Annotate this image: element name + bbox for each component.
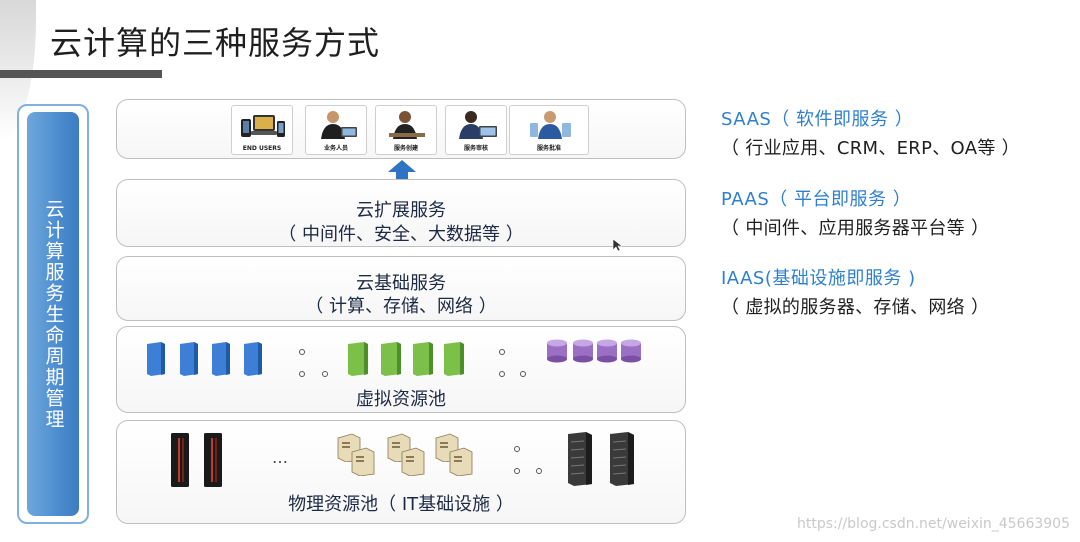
- users-layer: END USERS 业务人员 服务创建 服务审核: [116, 99, 686, 159]
- user-card-creator: 服务创建: [375, 105, 437, 155]
- pc-server-icon: [351, 447, 375, 476]
- virtual-storage-icon: [573, 339, 593, 363]
- rack-server-icon: [171, 433, 189, 487]
- service-approver-icon: [530, 111, 571, 139]
- user-card-business: 业务人员: [305, 105, 367, 155]
- slide-title: 云计算的三种服务方式: [50, 24, 381, 62]
- service-paas: PAAS（ 平台即服务 ） （ 中间件、应用服务器平台等 ）: [721, 185, 989, 240]
- blade-server-icon: [610, 432, 634, 486]
- physical-ellipsis: …: [272, 448, 289, 467]
- layer-title: 云基础服务: [356, 273, 446, 294]
- service-name: SAAS（ 软件即服务 ）: [721, 109, 914, 130]
- virtual-compute-icon: [413, 342, 433, 376]
- layer-title: 虚拟资源池: [356, 389, 446, 410]
- lifecycle-management-bar: 云计算服务生命周期管理: [27, 112, 79, 516]
- service-description: （ 虚拟的服务器、存储、网络 ）: [721, 297, 990, 318]
- layer-title: 云扩展服务: [356, 200, 446, 221]
- business-user-icon: [321, 111, 357, 139]
- blade-server-icon: [568, 432, 592, 486]
- virtual-compute-icon: [444, 342, 464, 376]
- user-card-label: 业务人员: [323, 145, 348, 152]
- layer-subtitle: （ 计算、存储、网络 ）: [305, 296, 497, 317]
- virtual-storage-icon: [597, 339, 617, 363]
- cloud-extension-layer: 云扩展服务 （ 中间件、安全、大数据等 ）: [116, 179, 686, 247]
- user-card-end-users: END USERS: [231, 105, 293, 155]
- ellipsis-dot: [499, 349, 505, 355]
- virtual-compute-icon: [381, 342, 401, 376]
- ellipsis-dot: [322, 371, 328, 377]
- service-iaas: IAAS(基础设施即服务 ) （ 虚拟的服务器、存储、网络 ）: [721, 264, 989, 319]
- user-card-label: 服务批准: [536, 145, 561, 152]
- lifecycle-label: 云计算服务生命周期管理: [42, 198, 65, 430]
- service-creator-icon: [389, 111, 425, 139]
- user-card-label: 服务创建: [393, 145, 418, 152]
- virtual-server-icon: [180, 342, 198, 376]
- ellipsis-dot: [499, 371, 505, 377]
- ellipsis-dot: [536, 468, 542, 474]
- virtual-server-icon: [147, 342, 165, 376]
- user-card-label: END USERS: [242, 145, 282, 152]
- virtual-server-icon: [244, 342, 262, 376]
- user-card-approver: 服务批准: [509, 105, 589, 155]
- virtual-compute-icon: [348, 342, 368, 376]
- service-name: IAAS(基础设施即服务 ): [721, 268, 916, 289]
- watermark-url: https://blog.csdn.net/weixin_45663905: [796, 516, 1070, 532]
- virtual-storage-icon: [547, 339, 567, 363]
- pc-server-icon: [401, 447, 425, 476]
- pc-server-icon: [449, 447, 473, 476]
- mouse-cursor-icon: [612, 238, 623, 252]
- user-card-reviewer: 服务审核: [445, 105, 507, 155]
- virtual-server-icon: [212, 342, 230, 376]
- ellipsis-dot: [299, 371, 305, 377]
- ellipsis-dot: [299, 349, 305, 355]
- virtual-storage-icon: [621, 339, 641, 363]
- title-underline-bar: [0, 70, 162, 78]
- service-name: PAAS（ 平台即服务 ）: [721, 189, 912, 210]
- rack-server-icon: [204, 433, 222, 487]
- devices-icon: [241, 115, 285, 137]
- service-description: （ 行业应用、CRM、ERP、OA等 ）: [721, 138, 1020, 159]
- layer-subtitle: （ 中间件、安全、大数据等 ）: [278, 224, 524, 245]
- user-card-label: 服务审核: [463, 145, 488, 152]
- layer-title: 物理资源池（ IT基础设施 ）: [288, 494, 514, 515]
- up-arrow-icon: [388, 160, 416, 182]
- service-reviewer-icon: [459, 111, 497, 139]
- service-saas: SAAS（ 软件即服务 ） （ 行业应用、CRM、ERP、OA等 ）: [721, 105, 1020, 160]
- cloud-base-layer: 云基础服务 （ 计算、存储、网络 ）: [116, 256, 686, 321]
- ellipsis-dot: [520, 371, 526, 377]
- ellipsis-dot: [514, 446, 520, 452]
- service-description: （ 中间件、应用服务器平台等 ）: [721, 218, 990, 239]
- ellipsis-dot: [514, 468, 520, 474]
- virtual-resource-pool-layer: 虚拟资源池: [116, 326, 686, 413]
